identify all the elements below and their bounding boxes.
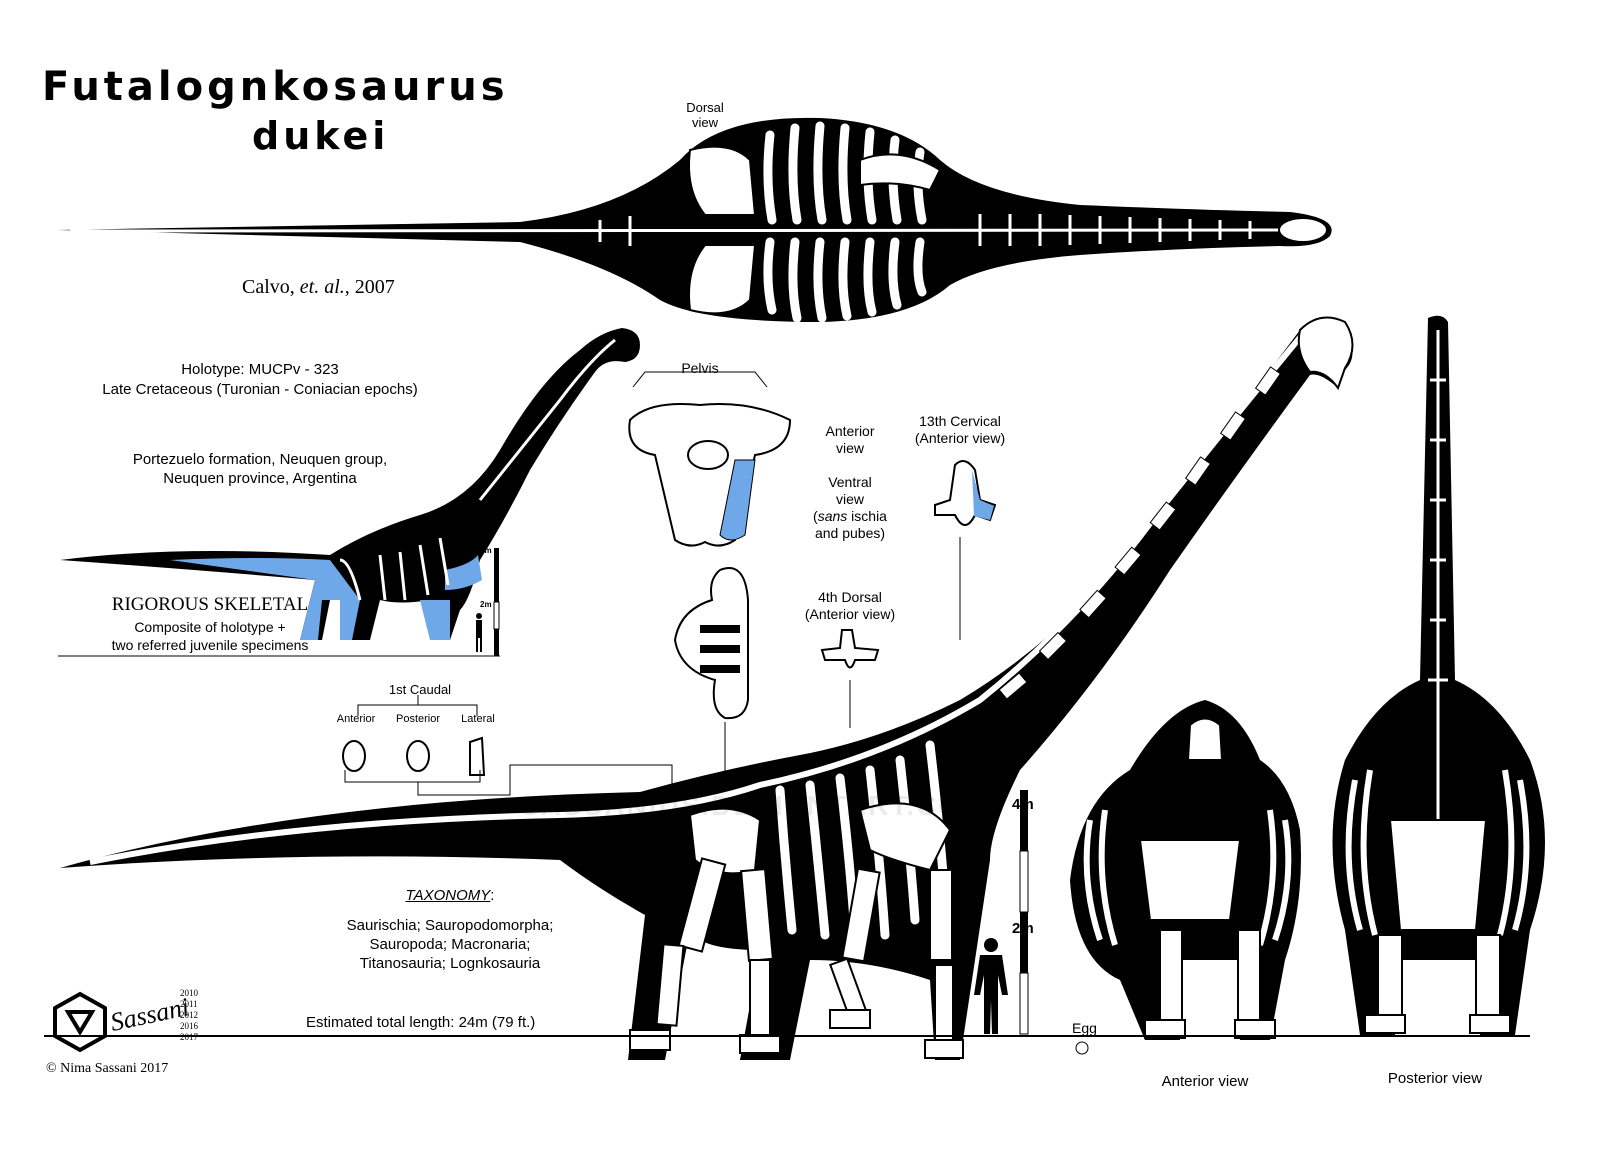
estimated-length: Estimated total length: 24m (79 ft.)	[306, 1014, 536, 1031]
dorsal-view-skeleton	[58, 117, 1332, 323]
human-silhouette	[974, 938, 1008, 1034]
rigorous-skeletal-small	[58, 328, 640, 657]
big-scale-bar	[1019, 790, 1029, 1035]
signature-years: 2010 2011 2012 2016 2017	[180, 988, 198, 1043]
pelvis-diagram	[628, 371, 792, 778]
posterior-view-skeleton	[1332, 315, 1545, 1035]
dorsal-vertebra	[820, 629, 880, 728]
ventral-line3: (sans ischia	[805, 508, 895, 525]
taxonomy-heading-row: TAXONOMY:	[330, 886, 570, 905]
citation-etal: et. al.	[299, 276, 345, 298]
rigorous-line1: Composite of holotype +	[134, 619, 286, 635]
pelvis-label: Pelvis	[681, 360, 719, 376]
cervical-line1: 13th Cervical	[919, 413, 1001, 429]
anterior-line1: Anterior	[825, 423, 875, 439]
rigorous-skeletal-caption: RIGOROUS SKELETAL Composite of holotype …	[60, 594, 360, 653]
big-scale-2m: 2m	[1012, 920, 1034, 937]
small-human-silhouette	[476, 613, 482, 652]
citation: Calvo, et. al., 2007	[242, 276, 395, 299]
sig-year-2010: 2010	[180, 988, 198, 998]
taxonomy-line1: Saurischia; Sauropodomorpha;	[346, 917, 554, 934]
main-lateral-skeleton	[60, 316, 1354, 1060]
taxonomy-colon: :	[490, 887, 495, 904]
ventral-view-pelvis: Ventral view (sans ischia and pubes)	[805, 474, 895, 542]
ventral-line1: Ventral	[828, 474, 872, 490]
copyright: © Nima Sassani 2017	[46, 1061, 169, 1076]
rigorous-heading: RIGOROUS SKELETAL	[111, 594, 309, 615]
taxonomy-line3: Titanosauria; Lognkosauria	[359, 955, 541, 972]
caudal-lateral: Lateral	[461, 713, 495, 725]
artist-logo	[53, 991, 107, 1053]
small-scale-2m: 2m	[480, 600, 492, 609]
caudal-label: 1st Caudal	[388, 682, 452, 697]
egg-label: Egg	[1072, 1020, 1097, 1036]
rigorous-line2: two referred juvenile specimens	[111, 637, 309, 653]
cervical-line2: (Anterior view)	[914, 430, 1006, 446]
holotype-info: Holotype: MUCPv - 323 Late Cretaceous (T…	[60, 360, 460, 400]
cervical-label: 13th Cervical (Anterior view)	[905, 413, 1015, 447]
sig-year-2016: 2016	[180, 1021, 198, 1031]
caudal-diagram	[342, 695, 673, 796]
locality-line2: Neuquen province, Argentina	[163, 470, 357, 487]
citation-authors: Calvo,	[242, 276, 300, 298]
egg-circle	[1075, 1041, 1089, 1055]
ventral-line3-ischia: ischia	[847, 508, 887, 524]
ventral-line3-open: (	[813, 508, 818, 524]
species-title-genus: Futalognkosaurus	[42, 64, 509, 110]
sig-year-2011: 2011	[180, 999, 198, 1009]
caudal-posterior: Posterior	[395, 713, 441, 725]
cervical-vertebra	[934, 460, 997, 640]
watermark: SASSANIDS.DEVIANTART.COM	[520, 790, 988, 821]
dorsal-view-line1: Dorsal	[686, 100, 724, 115]
dorsal-view-line2: view	[691, 115, 718, 130]
anterior-view-pelvis: Anterior view	[815, 423, 885, 457]
taxonomy-heading: TAXONOMY	[405, 887, 491, 904]
small-scale-4m: 4m	[480, 546, 492, 555]
taxonomy-line2: Sauropoda; Macronaria;	[369, 936, 531, 953]
posterior-view-label: Posterior view	[1387, 1070, 1483, 1087]
citation-year: , 2007	[344, 276, 395, 298]
ventral-line2: view	[835, 491, 864, 507]
dorsal-vertebra-label: 4th Dorsal (Anterior view)	[795, 589, 905, 623]
anterior-view-label: Anterior view	[1161, 1073, 1249, 1090]
holotype-line2: Late Cretaceous (Turonian - Coniacian ep…	[102, 381, 418, 398]
locality-info: Portezuelo formation, Neuquen group, Neu…	[60, 450, 460, 488]
anterior-line2: view	[835, 440, 864, 456]
species-title-epithet: dukei	[252, 114, 390, 158]
holotype-line1: Holotype: MUCPv - 323	[181, 361, 339, 378]
taxonomy-block: TAXONOMY: Saurischia; Sauropodomorpha; S…	[330, 886, 570, 973]
dorsal-vert-line2: (Anterior view)	[804, 606, 896, 622]
dorsal-vert-line1: 4th Dorsal	[818, 589, 882, 605]
locality-line1: Portezuelo formation, Neuquen group,	[132, 451, 388, 468]
big-scale-4m: 4m	[1012, 796, 1034, 813]
caudal-anterior: Anterior	[336, 713, 376, 725]
sig-year-2012: 2012	[180, 1010, 198, 1020]
dorsal-view-label: Dorsal view	[675, 100, 735, 130]
anterior-view-skeleton	[1070, 700, 1301, 1040]
sig-year-2017: 2017	[180, 1032, 198, 1042]
ventral-line3-sans: sans	[817, 508, 848, 524]
ventral-line4: and pubes)	[814, 525, 886, 541]
